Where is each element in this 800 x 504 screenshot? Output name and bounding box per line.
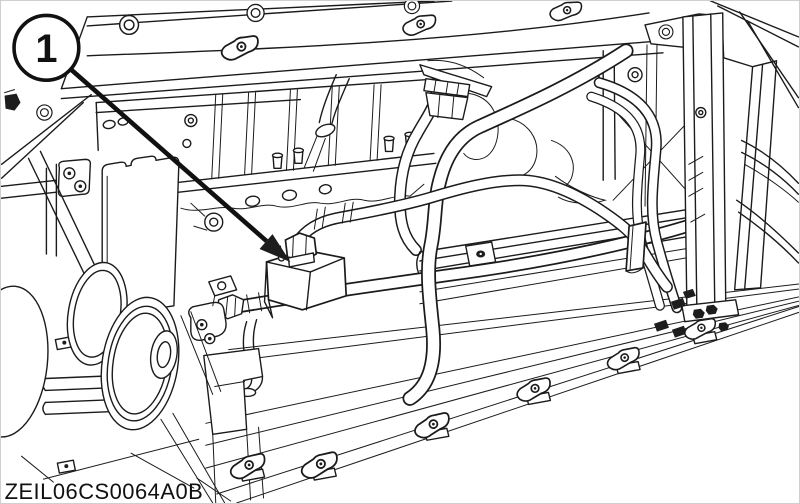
callout-leader (69, 68, 291, 262)
wing-clip-icon (400, 12, 439, 38)
bolt-icon (118, 14, 140, 36)
fitting-bracket (263, 232, 348, 319)
nut-icon (4, 93, 21, 111)
wing-clip-icon (218, 32, 263, 63)
figure-code: ZEIL06CS0064A0B (5, 479, 204, 503)
callout-bubble: 1 (12, 13, 81, 82)
rail-clips (226, 304, 730, 483)
hose-e (735, 139, 799, 264)
pulley-group (1, 261, 180, 438)
bolt-icon (658, 24, 674, 40)
bolt-icon (246, 3, 265, 23)
bolt-icon (36, 104, 53, 121)
hose-clamp (625, 221, 647, 274)
hose-clamp-icon (315, 123, 336, 138)
hex-nut-icon (425, 91, 469, 121)
callout-number: 1 (35, 27, 57, 71)
wing-clip-icon (547, 1, 585, 23)
bolt-icon (403, 1, 421, 15)
arrowhead-icon (259, 234, 291, 262)
callout-circle (12, 13, 81, 82)
frame-posts (681, 12, 778, 323)
hose-a (393, 59, 493, 256)
